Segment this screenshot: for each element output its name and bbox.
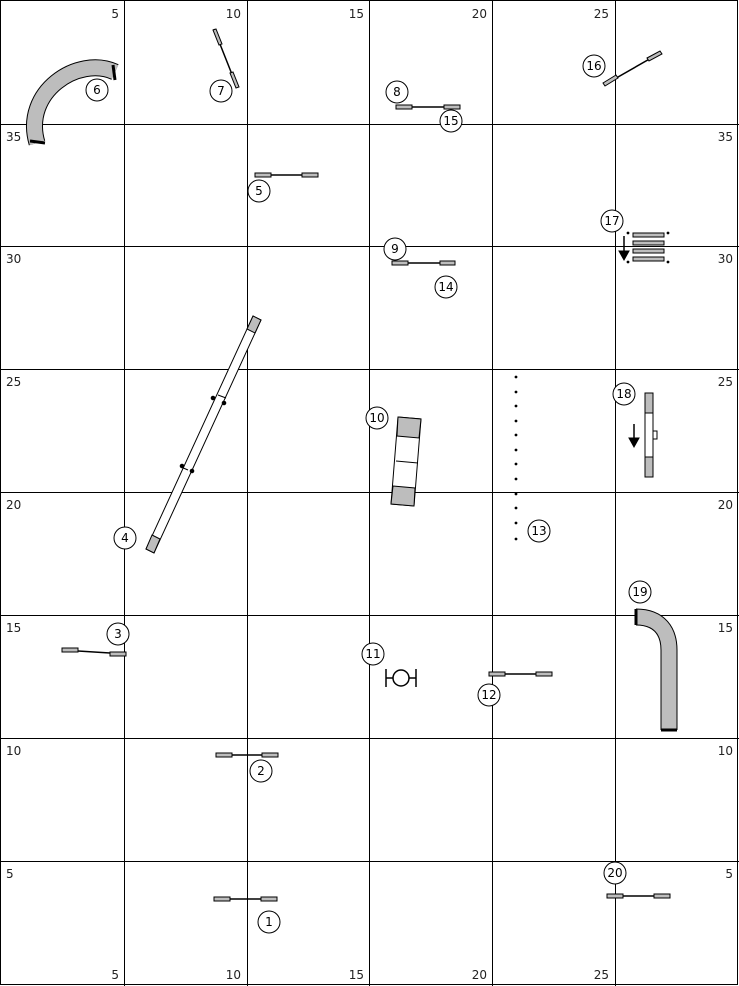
right-label: 25 (718, 375, 733, 389)
right-label: 20 (718, 498, 733, 512)
svg-text:18: 18 (616, 387, 631, 401)
tunnel-19 (634, 608, 678, 732)
svg-text:3: 3 (114, 627, 122, 641)
jump-7 (212, 28, 240, 89)
bottom-label: 5 (111, 968, 119, 982)
top-label: 25 (594, 7, 609, 21)
svg-text:5: 5 (255, 184, 263, 198)
svg-text:19: 19 (632, 585, 647, 599)
svg-text:12: 12 (481, 688, 496, 702)
bottom-label: 25 (594, 968, 609, 982)
right-label: 35 (718, 130, 733, 144)
obstacle-marker-1: 1 (257, 910, 281, 934)
left-label: 35 (6, 130, 21, 144)
right-label: 15 (718, 621, 733, 635)
jump-9 (391, 260, 456, 266)
obstacle-marker-7: 7 (209, 79, 233, 103)
obstacle-marker-10: 10 (365, 406, 389, 430)
svg-text:4: 4 (121, 531, 129, 545)
obstacle-marker-14: 14 (434, 275, 458, 299)
obstacle-markers: 1 2 3 4 5 6 7 8 9 10 11 12 13 14 15 16 1… (85, 54, 652, 934)
obstacle-marker-4: 4 (113, 526, 137, 550)
obstacle-marker-19: 19 (628, 580, 652, 604)
jump-1 (213, 896, 278, 902)
top-label: 20 (472, 7, 487, 21)
right-label: 5 (725, 867, 733, 881)
obstacle-marker-5: 5 (247, 179, 271, 203)
svg-text:6: 6 (93, 83, 101, 97)
svg-text:11: 11 (365, 647, 380, 661)
obstacle-marker-3: 3 (106, 622, 130, 646)
obstacle-marker-12: 12 (477, 683, 501, 707)
jump-16 (602, 50, 663, 87)
svg-text:10: 10 (369, 411, 384, 425)
svg-text:9: 9 (391, 242, 399, 256)
obstacle-marker-18: 18 (612, 382, 636, 406)
svg-text:7: 7 (217, 84, 225, 98)
jump-3 (61, 647, 127, 657)
jump-20 (606, 893, 671, 899)
bottom-label: 20 (472, 968, 487, 982)
tunnel-6 (26, 59, 119, 146)
left-label: 15 (6, 621, 21, 635)
jump-8 (395, 104, 461, 110)
left-label: 5 (6, 867, 14, 881)
left-label: 25 (6, 375, 21, 389)
svg-text:13: 13 (531, 524, 546, 538)
svg-text:14: 14 (438, 280, 453, 294)
equipment (26, 28, 678, 902)
obstacle-marker-15: 15 (439, 109, 463, 133)
top-label: 5 (111, 7, 119, 21)
jump-5 (254, 172, 319, 178)
obstacle-marker-13: 13 (527, 519, 551, 543)
obstacle-marker-8: 8 (385, 80, 409, 104)
obstacle-marker-6: 6 (85, 78, 109, 102)
svg-text:16: 16 (586, 59, 601, 73)
svg-text:1: 1 (265, 915, 273, 929)
svg-text:17: 17 (604, 214, 619, 228)
svg-text:20: 20 (607, 866, 622, 880)
obstacle-marker-9: 9 (383, 237, 407, 261)
jump-2 (215, 752, 279, 758)
obstacle-marker-20: 20 (603, 861, 627, 885)
obstacle-marker-17: 17 (600, 209, 624, 233)
left-label: 20 (6, 498, 21, 512)
table-jump-18 (628, 392, 658, 478)
left-label: 10 (6, 744, 21, 758)
dog-walk-4 (145, 315, 262, 554)
obstacle-marker-11: 11 (361, 642, 385, 666)
jump-12 (488, 671, 553, 677)
a-frame-10 (390, 416, 422, 507)
right-label: 30 (718, 252, 733, 266)
svg-text:15: 15 (443, 114, 458, 128)
svg-text:8: 8 (393, 85, 401, 99)
broad-jump-17 (618, 231, 670, 264)
grid-labels: 5 10 15 20 25 5 10 15 20 25 35 30 25 20 … (6, 7, 733, 982)
left-label: 30 (6, 252, 21, 266)
top-label: 10 (226, 7, 241, 21)
weave-poles-13 (514, 375, 518, 541)
tire-11 (385, 669, 417, 687)
top-label: 15 (349, 7, 364, 21)
bottom-label: 15 (349, 968, 364, 982)
obstacle-marker-16: 16 (582, 54, 606, 78)
bottom-label: 10 (226, 968, 241, 982)
right-label: 10 (718, 744, 733, 758)
obstacle-marker-2: 2 (249, 759, 273, 783)
svg-text:2: 2 (257, 764, 265, 778)
